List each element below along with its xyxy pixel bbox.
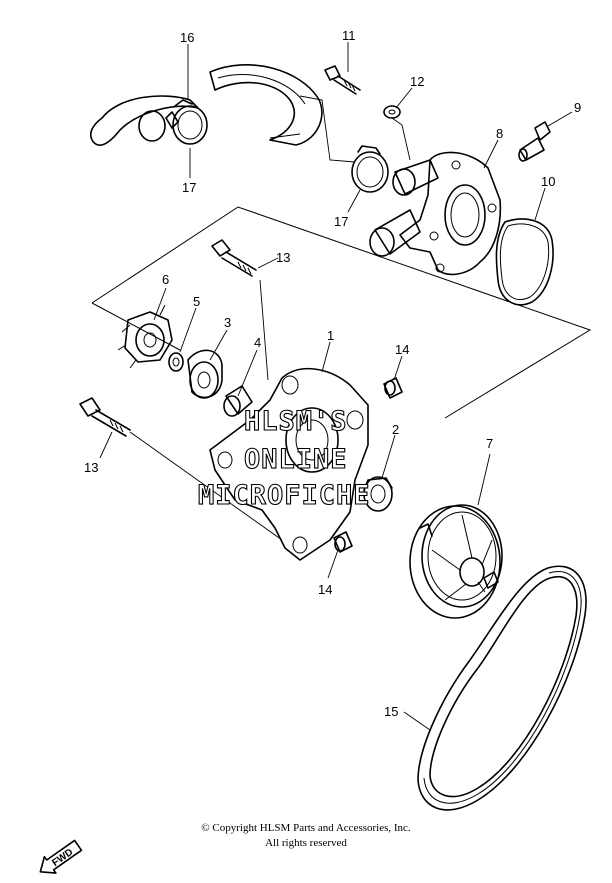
part-15-drive-belt[interactable] bbox=[417, 565, 587, 811]
callout-10: 10 bbox=[541, 174, 555, 189]
leader-lines bbox=[99, 42, 573, 731]
part-14-dowel-pin-lower[interactable] bbox=[333, 531, 353, 553]
callout-8: 8 bbox=[496, 126, 503, 141]
callout-2: 2 bbox=[392, 422, 399, 437]
callout-7: 7 bbox=[486, 436, 493, 451]
part-16-coolant-hose[interactable] bbox=[89, 64, 323, 146]
callout-13-lower: 13 bbox=[84, 460, 98, 475]
watermark-line-3: MICROFICHE bbox=[198, 480, 371, 511]
watermark: HLSM'S ONLINE MICROFICHE bbox=[197, 405, 371, 511]
callout-15: 15 bbox=[384, 704, 398, 719]
callout-16: 16 bbox=[180, 30, 194, 45]
callout-14-upper: 14 bbox=[395, 342, 409, 357]
part-9-fitting[interactable] bbox=[518, 121, 551, 162]
callout-1: 1 bbox=[327, 328, 334, 343]
callout-14-lower: 14 bbox=[318, 582, 332, 597]
callout-17-upper: 17 bbox=[182, 180, 196, 195]
callout-6: 6 bbox=[162, 272, 169, 287]
part-4-collar[interactable] bbox=[223, 385, 253, 417]
callout-9: 9 bbox=[574, 100, 581, 115]
callout-12: 12 bbox=[410, 74, 424, 89]
part-8-pump-cover[interactable] bbox=[369, 151, 502, 276]
part-10-o-ring[interactable] bbox=[495, 218, 554, 306]
callout-4: 4 bbox=[254, 335, 261, 350]
callout-5: 5 bbox=[193, 294, 200, 309]
part-2-bearing[interactable] bbox=[363, 476, 393, 512]
part-13-bolt-upper[interactable] bbox=[211, 239, 257, 277]
callout-11: 11 bbox=[342, 28, 356, 43]
assembly-boundary bbox=[91, 206, 592, 419]
part-12-washer[interactable] bbox=[383, 105, 401, 119]
part-5-seal-washer[interactable] bbox=[168, 352, 184, 372]
watermark-line-1: HLSM'S bbox=[244, 406, 348, 437]
part-17-hose-clamp-lower[interactable] bbox=[351, 145, 389, 193]
part-1-pump-body[interactable] bbox=[209, 367, 369, 561]
callout-17-lower: 17 bbox=[334, 214, 348, 229]
watermark-line-2: ONLINE bbox=[244, 444, 348, 475]
callout-3: 3 bbox=[224, 315, 231, 330]
callout-labels: 16 17 11 12 9 8 10 17 13 6 5 3 4 1 14 2 … bbox=[84, 28, 581, 719]
part-13-bolt-lower[interactable] bbox=[79, 397, 131, 437]
part-11-bolt[interactable] bbox=[324, 65, 361, 95]
part-17-hose-clamp-upper[interactable] bbox=[165, 99, 208, 145]
part-6-impeller[interactable] bbox=[117, 304, 173, 369]
callout-13-upper: 13 bbox=[276, 250, 290, 265]
copyright-line: © Copyright HLSM Parts and Accessories, … bbox=[201, 822, 411, 834]
part-14-dowel-pin-upper[interactable] bbox=[383, 377, 403, 399]
rights-reserved-line: All rights reserved bbox=[265, 837, 347, 849]
part-3-mechanical-seal[interactable] bbox=[187, 349, 223, 399]
part-7-pulley[interactable] bbox=[409, 504, 503, 619]
